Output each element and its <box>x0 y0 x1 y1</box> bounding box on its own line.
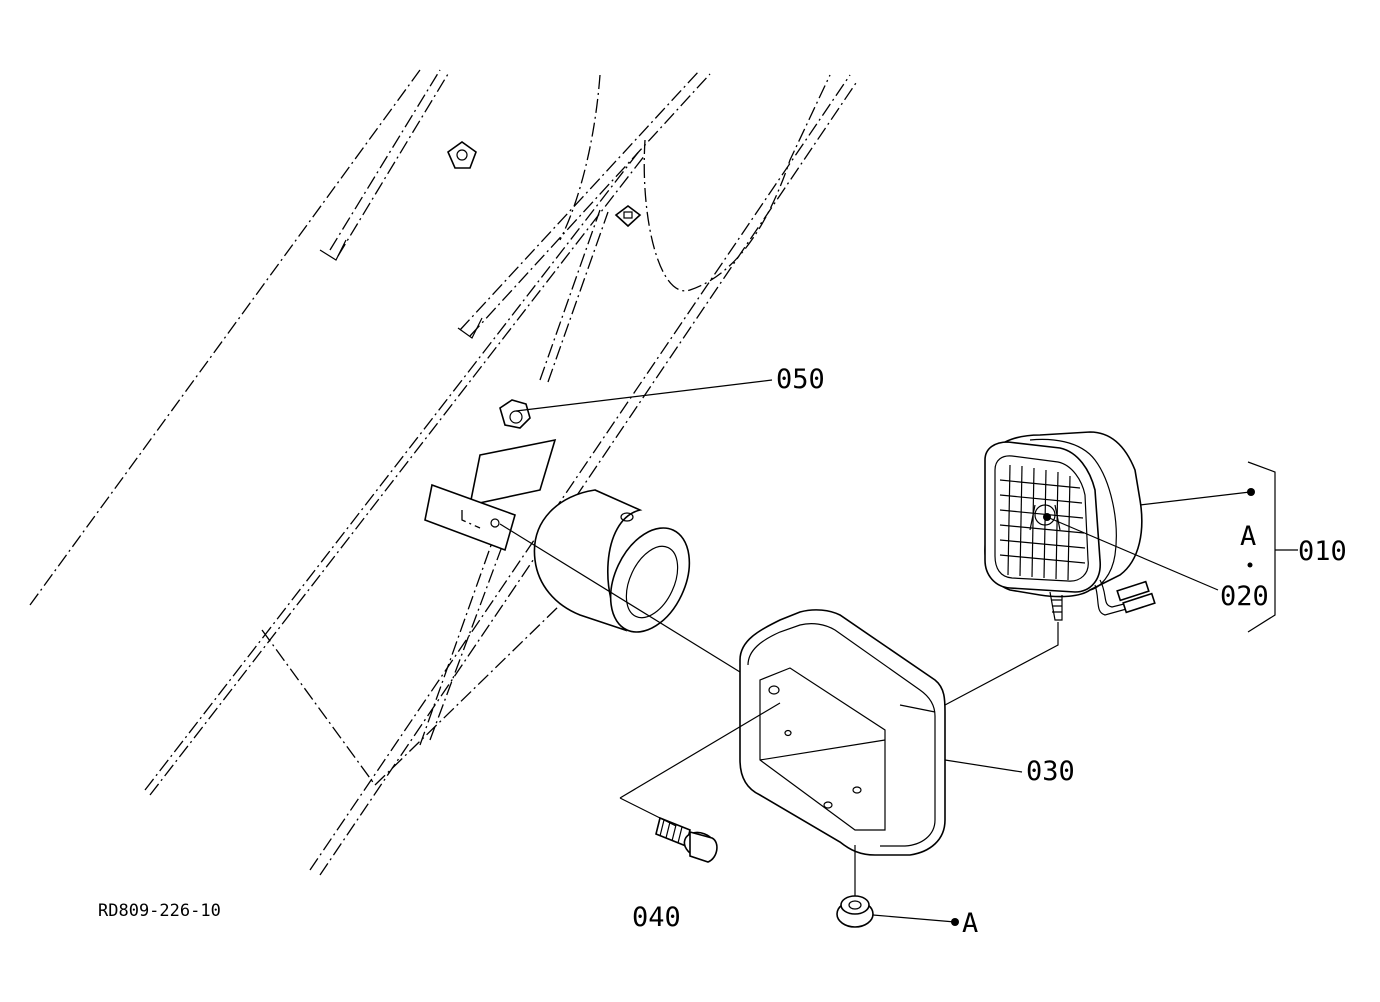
bulb-reference-dot <box>1043 513 1051 521</box>
frame-nut-middle <box>614 205 642 228</box>
connection-reference-dot <box>951 918 959 926</box>
assembly-marker-dot <box>1247 562 1253 568</box>
mounting-bracket <box>424 438 557 552</box>
spacer-collar <box>533 489 691 633</box>
callout-040: 040 <box>632 902 681 933</box>
callout-010: 010 <box>1298 536 1347 567</box>
work-light-010 <box>984 431 1156 621</box>
callout-020: 020 <box>1220 581 1269 612</box>
nut-050 <box>499 399 531 429</box>
frame-nut-upper <box>447 141 477 169</box>
callout-030: 030 <box>1026 756 1075 787</box>
light-housing-030 <box>739 609 946 856</box>
flange-nut <box>836 895 874 928</box>
leader-lines <box>499 379 1298 923</box>
callout-050: 050 <box>776 364 825 395</box>
bolt-040 <box>655 816 718 863</box>
assembly-marker-label: A <box>1240 521 1256 552</box>
bulb-020 <box>1029 504 1061 531</box>
boom-frame <box>29 69 859 876</box>
drawing-reference-code: RD809-226-10 <box>98 901 221 921</box>
connection-marker-label: A <box>962 908 978 939</box>
light-reference-dot <box>1247 488 1255 496</box>
